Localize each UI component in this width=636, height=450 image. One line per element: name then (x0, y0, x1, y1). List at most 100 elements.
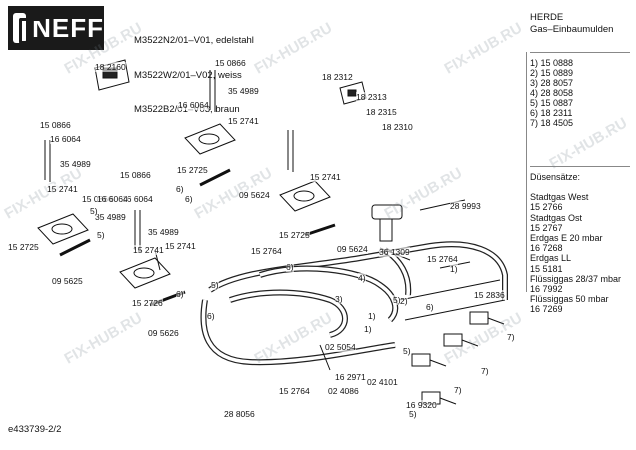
part-number-label: 6) (176, 184, 184, 194)
vertical-divider (526, 52, 527, 292)
part-number-label: 16 6064 (122, 194, 153, 204)
injector-tube (199, 168, 231, 187)
gas-pipe (229, 290, 347, 337)
part-number-label: 5) (409, 409, 417, 419)
part-number-label: 5) (97, 230, 105, 240)
gas-valve (443, 333, 479, 347)
nozzle-line: 15 2766 (530, 202, 563, 213)
part-number-label: 1) (364, 324, 372, 334)
part-number-label: 7) (507, 332, 515, 342)
part-number-label: 09 5624 (239, 190, 270, 200)
part-number-label: 15 2741 (133, 245, 164, 255)
neff-logo: NEFF (8, 6, 104, 50)
part-number-label: 15 2764 (427, 254, 458, 264)
part-number-label: 6) (207, 311, 215, 321)
gas-pipe (201, 299, 396, 364)
maker-label: HERDE (530, 12, 564, 23)
nozzle-line: 15 5181 (530, 263, 563, 274)
nozzle-line: 15 2767 (530, 222, 563, 233)
manifold-tee (371, 204, 403, 220)
part-number-label: 02 4086 (328, 386, 359, 396)
logo-mark-icon (13, 13, 41, 44)
gas-pipe (209, 242, 507, 300)
nozzle-sets-title: Düsensätze: (530, 172, 581, 182)
part-number-label: 35 4989 (60, 159, 91, 169)
document-number: e433739-2/2 (8, 424, 62, 435)
legend-item: 2) 15 0889 (530, 68, 574, 78)
legend-item: 1) 15 0888 (530, 58, 574, 68)
thermocouple (209, 70, 216, 112)
part-number-label: 15 2725 (8, 242, 39, 252)
part-number-label: 1) (450, 264, 458, 274)
model-line: M3522B2/01–V03, braun (134, 104, 240, 115)
part-number-label: 6) (286, 262, 294, 272)
nozzle-line: Stadtgas West (530, 192, 589, 203)
part-number-label: 15 0866 (40, 120, 71, 130)
part-number-label: 16 6064 (50, 134, 81, 144)
legend-item: 6) 18 2311 (530, 108, 573, 118)
part-number-label: 18 2160 (95, 62, 126, 72)
nozzle-line: Stadtgas Ost (530, 212, 583, 223)
part-number-label: 3) (335, 294, 343, 304)
part-number-label: 15 2741 (165, 241, 196, 251)
part-number-label: 28 9993 (450, 201, 481, 211)
part-number-label: 36 1309 (379, 247, 410, 257)
product-category: HERDE Gas–Einbaumulden (530, 12, 613, 35)
thermocouple (287, 130, 294, 172)
part-number-label: 4) (358, 273, 366, 283)
part-number-label: 15 2836 (474, 290, 505, 300)
part-number-label: 5) (211, 280, 219, 290)
part-number-label: 15 2725 (177, 165, 208, 175)
part-number-label: 7) (454, 385, 462, 395)
nozzle-line: 16 7269 (530, 304, 563, 315)
part-number-label: 09 5626 (148, 328, 179, 338)
manifold-stub (379, 218, 393, 242)
part-number-label: 28 8056 (224, 409, 255, 419)
injector-tube (59, 238, 91, 257)
valve-rail (399, 279, 506, 321)
part-number-label: 35 4989 (228, 86, 259, 96)
part-number-label: 15 2764 (279, 386, 310, 396)
part-number-label: 6) (176, 289, 184, 299)
category-label: Gas–Einbaumulden (530, 23, 614, 35)
nozzle-line: Flüssiggas 50 mbar (530, 294, 609, 305)
part-number-label: 16 6064 (178, 100, 209, 110)
part-number-label: 18 2313 (356, 92, 387, 102)
part-number-label: 6) (185, 194, 193, 204)
leader-line (154, 199, 471, 371)
nozzle-line: 16 7268 (530, 243, 563, 254)
part-number-label: 15 2741 (228, 116, 259, 126)
nozzle-line: 16 7992 (530, 283, 563, 294)
part-number-label: 15 0866 (120, 170, 151, 180)
thermocouple (44, 140, 51, 182)
part-number-label: 18 2310 (382, 122, 413, 132)
legend-item: 7) 18 4505 (530, 118, 574, 128)
part-number-label: 16 6064 (97, 194, 128, 204)
part-number-label: 6) (426, 302, 434, 312)
nozzle-line: Erdgas E 20 mbar (530, 232, 603, 243)
part-number-label: 35 4989 (148, 227, 179, 237)
part-number-label: 16 9320 (406, 400, 437, 410)
part-number-label: 5) (403, 346, 411, 356)
top-divider (530, 52, 630, 53)
part-number-label: 15 2725 (279, 230, 310, 240)
gas-valve (411, 353, 447, 367)
part-number-label: 5) (90, 206, 98, 216)
part-number-label: 15 2741 (310, 172, 341, 182)
part-number-label: 5) (393, 295, 401, 305)
legend-item: 3) 28 8057 (530, 78, 574, 88)
part-number-label: 35 4989 (95, 212, 126, 222)
part-number-label: 18 2312 (322, 72, 353, 82)
part-number-label: 16 2971 (335, 372, 366, 382)
model-line: M3522N2/01–V01, edelstahl (134, 35, 254, 46)
nozzle-line: Erdgas LL (530, 253, 572, 264)
part-number-label: 09 5625 (52, 276, 83, 286)
nozzle-sets: Düsensätze: Stadtgas West 15 2766 Stadtg… (530, 172, 621, 314)
burner-head (119, 257, 171, 289)
burner-head (184, 123, 236, 155)
part-number-label: 02 5054 (325, 342, 356, 352)
part-number-label: 7) (481, 366, 489, 376)
part-number-label: 15 2741 (47, 184, 78, 194)
nozzle-line: Flüssiggas 28/37 mbar (530, 273, 622, 284)
